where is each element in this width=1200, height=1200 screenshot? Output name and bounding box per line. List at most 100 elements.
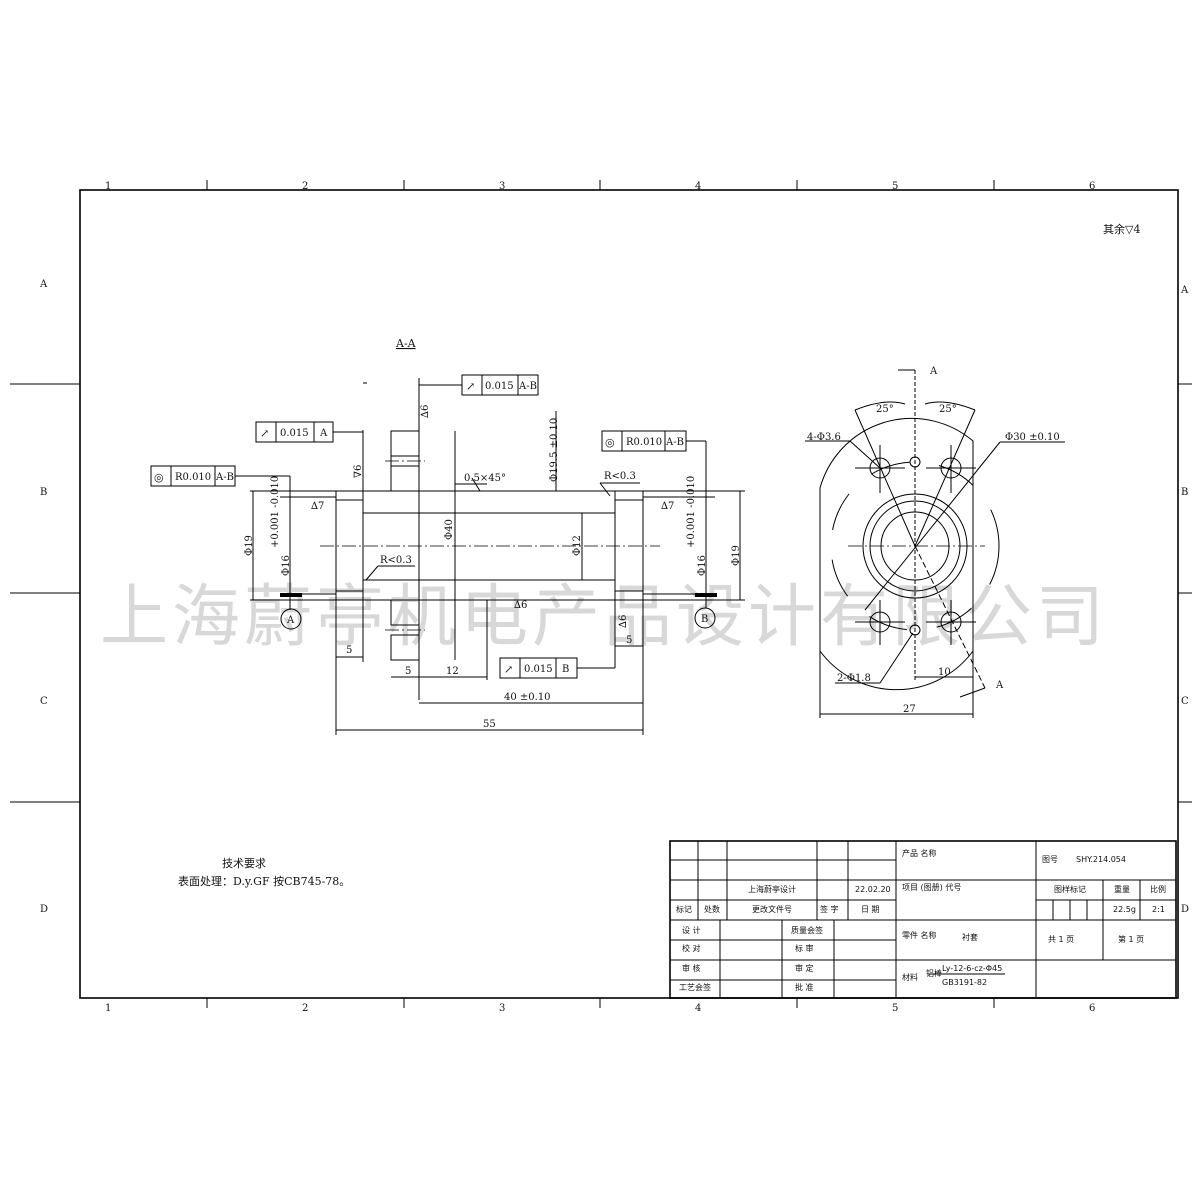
surface-roughness-note: 其余▽4 xyxy=(1103,222,1140,236)
dim-tol-right: +0.001 -0.010 xyxy=(686,476,697,548)
fcf-conc-right-value: R0.010 xyxy=(626,437,662,448)
row-label-d: D xyxy=(40,904,48,915)
angle-left: 25° xyxy=(876,404,894,415)
tech-req-line: 表面处理：D.y.GF 按CB745-78。 xyxy=(178,874,350,888)
dim-dia-19-right: Φ19 xyxy=(731,545,742,566)
dim-5-left: 5 xyxy=(346,645,352,656)
col-label-4: 4 xyxy=(695,181,701,192)
tb-header-sign: 签 字 xyxy=(820,904,839,914)
fcf-top: ↗ 0.015 A-B xyxy=(461,374,539,396)
col-label-3-bottom: 3 xyxy=(499,1003,505,1014)
datum-a: A xyxy=(286,615,295,626)
tb-page: 第 1 页 xyxy=(1118,934,1144,944)
fcf-bottom-datum: B xyxy=(562,664,569,675)
angle-right: 25° xyxy=(939,404,957,415)
tech-req-title: 技术要求 xyxy=(222,857,266,870)
holes-4-callout: 4-Φ3.6 xyxy=(807,432,841,443)
dim-dia-19-5: Φ19.5 ±0.10 xyxy=(549,418,560,482)
roughness-bottom: ∆6 xyxy=(514,600,527,611)
tb-product-name-label: 产品 名称 xyxy=(902,848,937,858)
roughness-top: ∆6 xyxy=(420,405,431,418)
tb-drawing-no: SHY.214.054 xyxy=(1076,855,1126,864)
end-view: A A 25° 25° 4-Φ3.6 Φ30 ±0.10 2-Φ1.8 10 2… xyxy=(805,366,1065,718)
row-label-d-right: D xyxy=(1181,904,1189,915)
tb-weight: 22.5g xyxy=(1113,905,1136,914)
tb-material-std: GB3191-82 xyxy=(942,978,987,987)
tb-process: 工艺会签 xyxy=(679,982,711,992)
roughness-right-d7: ∆7 xyxy=(661,501,674,512)
tb-sample-mark: 图样标记 xyxy=(1054,884,1086,894)
section-annotations: ∆6 ∇6 ∆7 ∆7 ∆6 ∆6 0.5×45° Φ19.5 ±0.10 R<… xyxy=(244,405,742,730)
sheet-frame: 1 2 3 4 5 6 1 2 3 4 5 6 A B C D A B C D xyxy=(10,180,1192,1014)
fcf-left: ↗ 0.015 A xyxy=(255,421,334,443)
cut-label-bottom: A xyxy=(995,680,1004,691)
tb-review: 审 核 xyxy=(682,963,701,973)
dim-dia-19-left: Φ19 xyxy=(244,535,255,556)
tb-scale: 2:1 xyxy=(1152,905,1165,914)
dim-40: 40 ±0.10 xyxy=(504,692,551,703)
datum-b: B xyxy=(701,614,708,625)
col-label-2-bottom: 2 xyxy=(302,1003,308,1014)
fcf-conc-left-value: R0.010 xyxy=(175,472,211,483)
col-label-6: 6 xyxy=(1089,181,1095,192)
dim-55: 55 xyxy=(483,719,496,730)
tb-total-pages: 共 1 页 xyxy=(1048,935,1074,944)
col-label-1-bottom: 1 xyxy=(105,1003,111,1014)
row-label-a: A xyxy=(39,279,48,290)
roughness-left: ∇6 xyxy=(353,465,364,478)
tb-standard: 标 审 xyxy=(795,943,814,953)
roughness-right: ∆6 xyxy=(618,615,629,628)
fcf-bottom-value: 0.015 xyxy=(524,664,553,675)
fcf-top-datum: A-B xyxy=(518,381,537,392)
radius-note-top: R<0.3 xyxy=(604,471,636,482)
tb-material-type: 铝棒 xyxy=(926,968,942,978)
col-label-2: 2 xyxy=(302,181,308,192)
tb-header-date: 日 期 xyxy=(861,905,880,914)
fcf-left-value: 0.015 xyxy=(280,428,309,439)
tb-drawing-no-label: 图号 xyxy=(1042,855,1058,864)
dim-5-flange: 5 xyxy=(405,666,411,677)
watermark: 上海蔚亭机电产品设计有限公司 xyxy=(100,578,1108,657)
fcf-conc-left-datum: A-B xyxy=(215,472,234,483)
fcf-left-datum: A xyxy=(319,428,328,439)
fcf-top-value: 0.015 xyxy=(485,381,514,392)
tb-date-value: 22.02.20 xyxy=(855,885,891,894)
dim-dia-12: Φ12 xyxy=(572,535,583,556)
fcf-concentricity-right: ◎ R0.010 A-B xyxy=(601,430,687,452)
tb-approve: 批 准 xyxy=(795,982,814,992)
title-block: 上海蔚亭设计 22.02.20 标记 处数 更改文件号 签 字 日 期 设 计 … xyxy=(669,840,1177,999)
runout-icon: ↗ xyxy=(260,427,269,440)
row-label-a-right: A xyxy=(1180,285,1189,296)
row-label-b-right: B xyxy=(1181,487,1188,498)
radius-note-bottom: R<0.3 xyxy=(380,555,412,566)
tb-header-doc: 更改文件号 xyxy=(752,904,792,914)
tb-approve-def: 审 定 xyxy=(795,963,814,973)
dim-dia-40: Φ40 xyxy=(444,519,455,540)
tb-company-design: 上海蔚亭设计 xyxy=(748,884,796,894)
row-label-c-right: C xyxy=(1181,696,1189,707)
col-label-1: 1 xyxy=(105,181,111,192)
col-label-5: 5 xyxy=(892,181,898,192)
dim-5-right: 5 xyxy=(626,635,632,646)
tb-part-name: 衬套 xyxy=(962,932,978,942)
dim-tol-left: +0.001 -0.010 xyxy=(270,476,281,548)
roughness-left-d7: ∆7 xyxy=(311,501,324,512)
dim-dia-16-left: Φ16 xyxy=(281,555,292,576)
tb-header-mark: 标记 xyxy=(676,904,692,914)
tb-quality: 质量会签 xyxy=(791,925,823,935)
tb-design: 设 计 xyxy=(682,925,701,935)
chamfer-note: 0.5×45° xyxy=(464,473,506,484)
row-label-c: C xyxy=(40,696,48,707)
tb-project-label: 项目 (图册) 代号 xyxy=(902,882,961,892)
fcf-bottom: ↗ 0.015 B xyxy=(499,657,578,679)
concentricity-icon: ◎ xyxy=(605,436,615,449)
dim-10: 10 xyxy=(938,667,951,678)
tb-scale-label: 比例 xyxy=(1150,884,1166,894)
col-label-6-bottom: 6 xyxy=(1089,1003,1095,1014)
dim-dia-16-right: Φ16 xyxy=(697,555,708,576)
section-title: A-A xyxy=(395,337,417,350)
runout-icon: ↗ xyxy=(466,380,475,393)
holes-2-callout: 2-Φ1.8 xyxy=(837,673,871,684)
